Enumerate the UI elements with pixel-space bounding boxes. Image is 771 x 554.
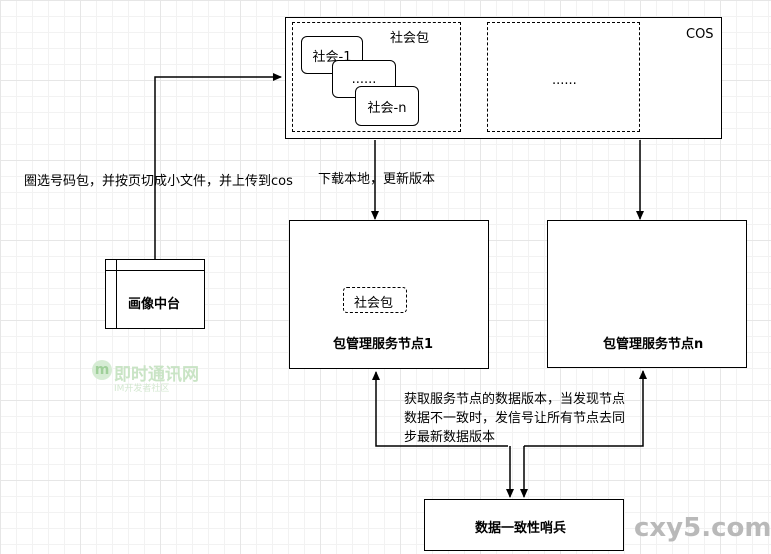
sync-arrow-node1 [372, 371, 508, 447]
portrait-center-label: 画像中台 [128, 297, 181, 312]
portrait-center-side-bar [116, 260, 117, 328]
download-edge-label: 下载本地，更新版本 [318, 172, 436, 187]
node-1-label: 包管理服务节点1 [333, 337, 434, 352]
card-shehui-n: 社会-n [355, 86, 419, 126]
portrait-center-top-bar [106, 270, 204, 271]
cos-group-2-ellipsis: ...... [552, 73, 577, 88]
node-n [547, 220, 747, 368]
node-1 [289, 220, 489, 369]
sync-edge-label-line-2: 数据不一致时，发信号让所有节点去同 [404, 411, 626, 426]
watermark-right: cxy5.com [634, 513, 771, 543]
upload-arrow [154, 73, 282, 259]
connector-lines [154, 73, 647, 498]
cos-group-1-title: 社会包 [390, 31, 430, 46]
node-1-inner-tag [343, 287, 407, 313]
watermark-left-sub: IM开发者社区 [114, 384, 170, 394]
node-n-label: 包管理服务节点n [603, 337, 704, 352]
sync-edge-label-line-3: 步最新数据版本 [404, 430, 496, 445]
consistency-sentinel-label: 数据一致性哨兵 [475, 521, 567, 536]
consistency-sentinel [424, 499, 624, 551]
sync-edge-label-line-1: 获取服务节点的数据版本，当发现节点 [404, 392, 626, 407]
cos-label: COS [686, 27, 714, 42]
sync-arrow-noden [524, 370, 647, 447]
im-logo-icon: m [92, 360, 112, 380]
portrait-center [105, 259, 205, 329]
cos-group-1 [292, 22, 461, 132]
watermark-left-main: 即时通讯网 [114, 365, 199, 385]
node-1-inner-tag-label: 社会包 [354, 296, 394, 311]
cos-group-2 [487, 22, 640, 132]
upload-edge-label: 圈选号码包，并按页切成小文件，并上传到cos [24, 174, 293, 189]
